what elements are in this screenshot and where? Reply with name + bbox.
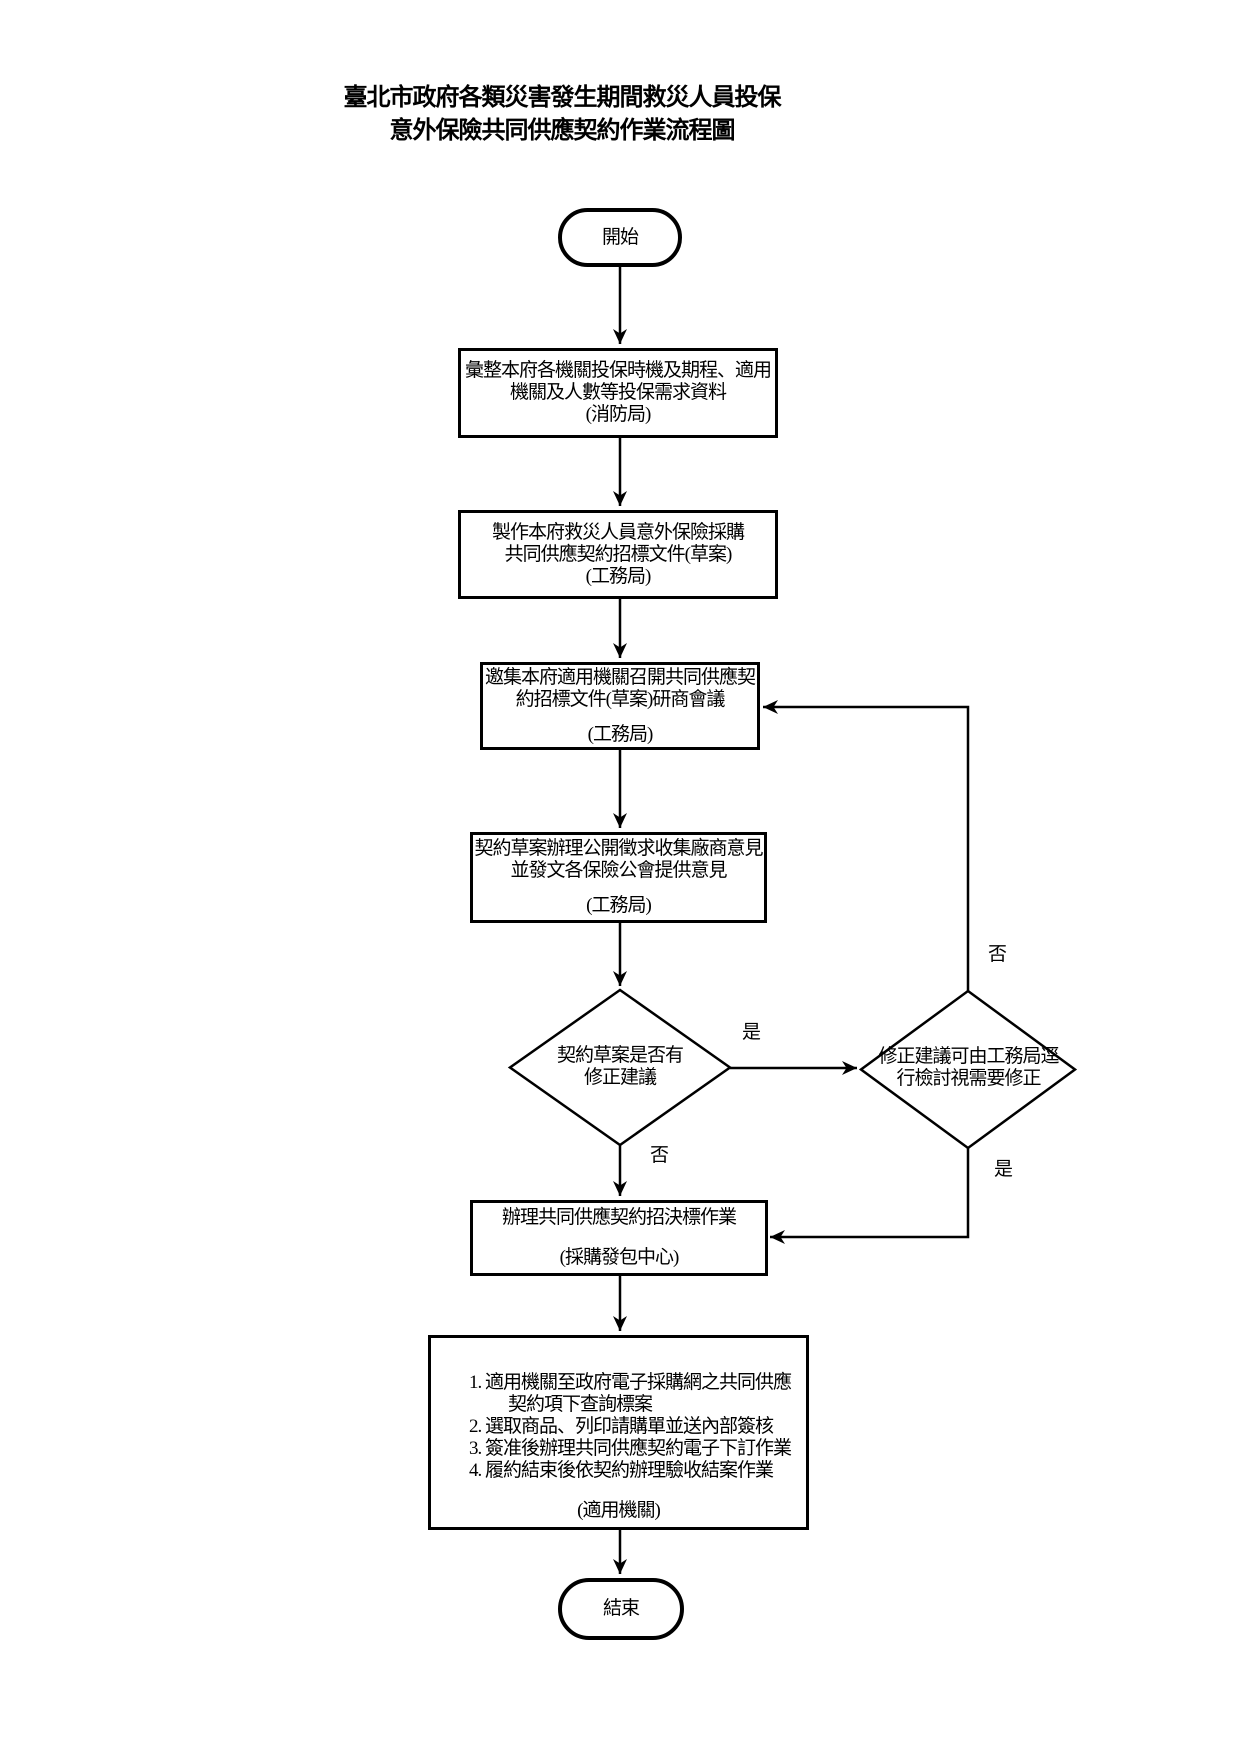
step1-org: (消防局) xyxy=(585,404,652,425)
step5-node: 辦理共同供應契約招決標作業 (採購發包中心) xyxy=(470,1200,768,1276)
step6-list: 1. 適用機關至政府電子採購網之共同供應 契約項下查詢標案 2. 選取商品、列印… xyxy=(431,1372,806,1482)
step6-item3: 3. 簽准後辦理共同供應契約電子下訂作業 xyxy=(469,1438,792,1459)
step6-item4: 4. 履約結束後依契約辦理驗收結案作業 xyxy=(469,1460,774,1481)
step4-line1: 契約草案辦理公開徵求收集廠商意見 xyxy=(474,838,763,859)
decision2-yes-label: 是 xyxy=(994,1159,1014,1180)
decision2-line2: 行檢討視需要修正 xyxy=(896,1068,1041,1089)
step6-item1-line2: 契約項下查詢標案 xyxy=(508,1394,653,1415)
end-node: 結束 xyxy=(558,1578,684,1640)
decision1-diamond xyxy=(507,988,733,1147)
end-label: 結束 xyxy=(602,1598,640,1619)
decision2-line1: 修正建議可由工務局逕 xyxy=(878,1046,1059,1067)
step3-line1: 邀集本府適用機關召開共同供應契 xyxy=(484,666,756,688)
step3-org: (工務局) xyxy=(587,723,654,745)
step6-item1-line1: 1. 適用機關至政府電子採購網之共同供應 xyxy=(469,1372,792,1393)
start-node: 開始 xyxy=(558,208,682,267)
step2-line1: 製作本府救災人員意外保險採購 xyxy=(491,521,745,543)
arrow-decision2-no-to-step3 xyxy=(763,700,970,991)
decision2-text: 修正建議可由工務局逕 行檢討視需要修正 xyxy=(858,1046,1079,1090)
decision1-text: 契約草案是否有 修正建議 xyxy=(510,1045,730,1089)
step1-line2: 機關及人數等投保需求資料 xyxy=(509,382,727,403)
decision1-line2: 修正建議 xyxy=(583,1067,657,1088)
decision1-no-label: 否 xyxy=(650,1145,670,1166)
step6-node: 1. 適用機關至政府電子採購網之共同供應 契約項下查詢標案 2. 選取商品、列印… xyxy=(428,1335,809,1530)
title-line-2: 意外保險共同供應契約作業流程圖 xyxy=(389,118,736,144)
step4-org: (工務局) xyxy=(586,895,652,916)
decision2-no-label: 否 xyxy=(988,944,1008,965)
arrow-decision2-yes-to-step5 xyxy=(770,1148,970,1244)
step2-node: 製作本府救災人員意外保險採購 共同供應契約招標文件(草案) (工務局) xyxy=(458,510,778,599)
step4-node: 契約草案辦理公開徵求收集廠商意見 並發文各保險公會提供意見 (工務局) xyxy=(470,832,767,923)
step2-line2: 共同供應契約招標文件(草案) xyxy=(504,543,733,565)
step3-node: 邀集本府適用機關召開共同供應契 約招標文件(草案)研商會議 (工務局) xyxy=(480,662,760,750)
decision2-diamond xyxy=(858,989,1078,1150)
decision1-yes-label: 是 xyxy=(742,1022,762,1043)
step5-line1: 辦理共同供應契約招決標作業 xyxy=(501,1207,737,1228)
step6-item2: 2. 選取商品、列印請購單並送內部簽核 xyxy=(469,1416,774,1437)
step4-line2: 並發文各保險公會提供意見 xyxy=(510,860,727,881)
step5-org: (採購發包中心) xyxy=(559,1247,680,1268)
decision1-line1: 契約草案是否有 xyxy=(556,1045,684,1066)
step1-node: 彙整本府各機關投保時機及期程、適用 機關及人數等投保需求資料 (消防局) xyxy=(458,348,778,438)
title-line-1: 臺北市政府各類災害發生期間救災人員投保 xyxy=(343,85,782,111)
start-label: 開始 xyxy=(601,226,639,248)
page-title: 臺北市政府各類災害發生期間救災人員投保 意外保險共同供應契約作業流程圖 xyxy=(0,82,1124,148)
step3-line2: 約招標文件(草案)研商會議 xyxy=(515,688,726,710)
step2-org: (工務局) xyxy=(585,565,652,587)
step1-line1: 彙整本府各機關投保時機及期程、適用 xyxy=(464,360,772,381)
step6-org: (適用機關) xyxy=(577,1500,661,1521)
